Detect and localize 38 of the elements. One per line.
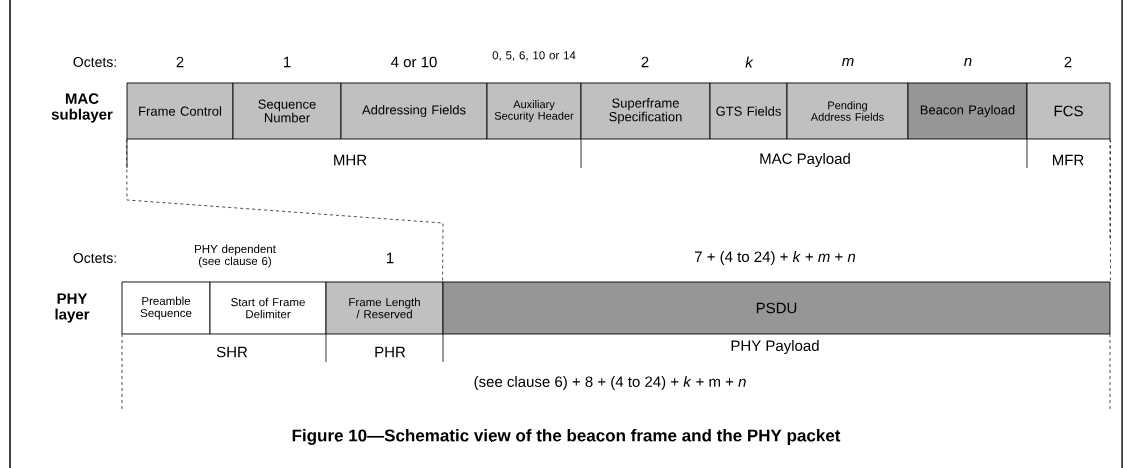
field-group-label: MFR [1053,154,1084,166]
field-box: Frame Length / Reserved [325,281,444,335]
field-box: GTS Fields [709,82,788,140]
octet-count: 2 [641,56,649,68]
field-box: Preamble Sequence [121,281,211,335]
octet-count: 4 or 10 [391,56,437,68]
length-formula: (see clause 6) + 8 + (4 to 24) + k + m + n [474,376,746,390]
octets-label: Octets: [73,253,116,263]
octet-count: 2 [1064,56,1072,68]
octet-count: 2 [176,56,184,68]
octet-count: 1 [387,252,394,264]
caption: Figure 10—Schematic view of the beacon frame and the PHY packet [292,429,841,445]
field-group-label: SHR [216,346,248,358]
field-box: Start of Frame Delimiter [209,281,327,335]
field-group-label: MHR [334,154,367,166]
octet-count: PHY dependent (see clause 6) [195,244,276,268]
octet-count: 7 + (4 to 24) + k + m + n [695,251,856,265]
field-group-label: PHR [375,346,406,358]
mapping-line [126,139,444,282]
field-box: Superframe Specification [580,82,711,140]
field-box: Sequence Number [232,82,342,140]
octet-count: n [964,57,972,67]
field-box: Pending Address Fields [786,82,909,140]
octet-count: k [745,56,754,68]
field-box: PSDU [442,281,1111,335]
octets-label: Octets: [73,57,116,67]
field-box: Addressing Fields [340,82,488,140]
layer-label: PHY layer [55,293,90,323]
field-box: Frame Control [126,82,234,140]
field-box: FCS [1026,82,1111,140]
field-box: Beacon Payload [907,82,1028,140]
field-group-label: MAC Payload [760,153,850,167]
mapping-line [1110,139,1111,282]
octet-count: 0, 5, 6, 10 or 14 [492,51,576,61]
field-box: Auxiliary Security Header [486,82,582,140]
octet-count: 1 [284,56,291,68]
layer-label: MAC sublayer [51,93,113,123]
octet-count: m [842,57,854,67]
